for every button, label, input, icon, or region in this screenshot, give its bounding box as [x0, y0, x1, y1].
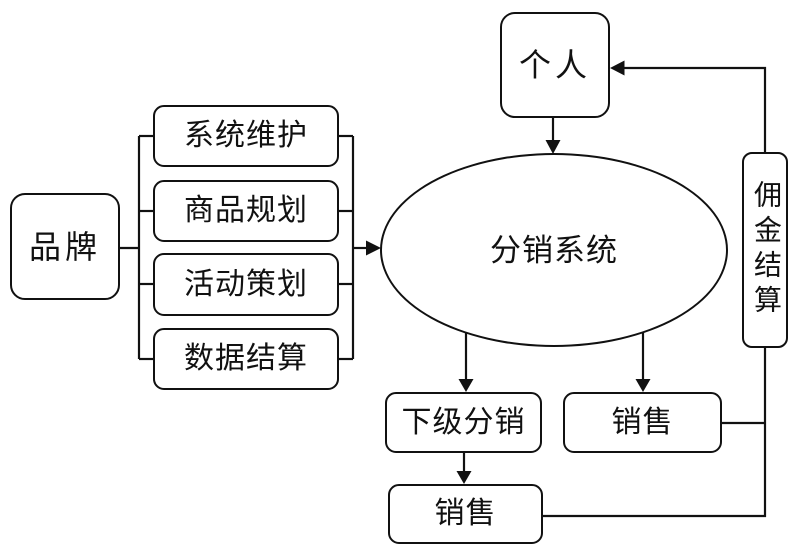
connector-commission-to-individual: [624, 66, 767, 152]
node-sales-lower: 销售: [388, 484, 543, 544]
node-commission-settlement: 佣金结算: [742, 152, 788, 348]
node-distribution-system-label: 分销系统: [490, 232, 618, 268]
node-sub-distribution: 下级分销: [385, 392, 542, 453]
node-brand-label: 品牌: [28, 228, 101, 265]
arrowhead-into-system-top: [545, 140, 561, 154]
arrowhead-into-sales-upper: [635, 379, 651, 392]
node-sales-upper: 销售: [563, 392, 722, 453]
node-individual: 个人: [500, 12, 610, 118]
node-data-settlement: 数据结算: [153, 328, 339, 390]
node-activity-planning-label: 活动策划: [184, 267, 308, 301]
node-system-maintenance-label: 系统维护: [184, 119, 308, 152]
arrowhead-into-subdist: [458, 379, 474, 392]
node-sales-lower-label: 销售: [434, 497, 497, 530]
arrowhead-into-system-left: [366, 240, 381, 256]
node-distribution-system: 分销系统: [380, 153, 728, 347]
node-product-planning: 商品规划: [153, 180, 339, 242]
node-data-settlement-label: 数据结算: [184, 342, 308, 375]
arrowhead-into-sales-lower: [456, 471, 472, 484]
node-commission-settlement-label: 佣金结算: [750, 180, 781, 320]
node-product-planning-label: 商品规划: [184, 194, 308, 227]
node-brand: 品牌: [10, 193, 120, 300]
node-sales-upper-label: 销售: [611, 405, 674, 439]
node-individual-label: 个人: [518, 47, 591, 83]
node-activity-planning: 活动策划: [153, 253, 339, 316]
arrowhead-into-individual: [610, 60, 625, 76]
node-sub-distribution-label: 下级分销: [401, 405, 526, 439]
node-system-maintenance: 系统维护: [153, 105, 339, 167]
